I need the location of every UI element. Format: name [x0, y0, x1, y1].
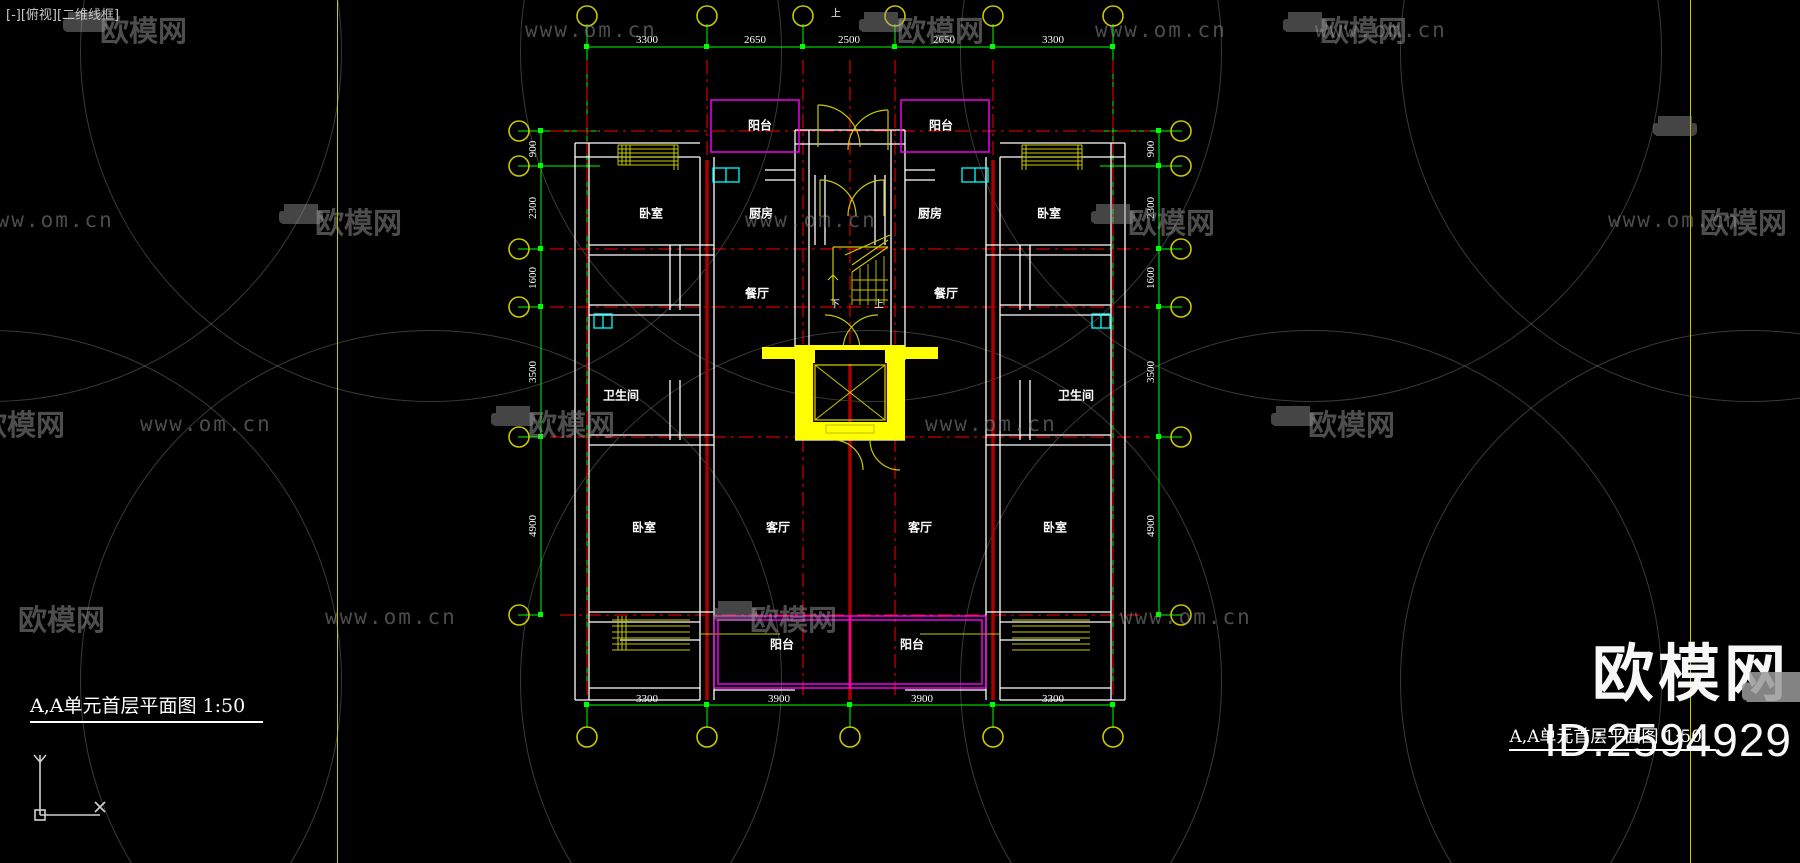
dim-bottom-2: 3900 [768, 693, 790, 705]
room-label: 卫生间 [602, 388, 640, 403]
dim-right-5: 4900 [1145, 515, 1157, 537]
room-label: 餐厅 [744, 286, 770, 301]
room-label: 阳台 [747, 118, 773, 133]
room-label: 客厅 [907, 520, 933, 535]
room-label: 卧室 [631, 520, 657, 535]
room-label: 阳台 [769, 637, 795, 652]
sofa-icon [1742, 672, 1800, 702]
drawing-title-text: A,A单元首层平面图 1:50 [30, 691, 264, 723]
dim-top-4: 2650 [933, 34, 955, 46]
dim-left-5: 4900 [527, 515, 539, 537]
dim-top-5: 3300 [1042, 34, 1064, 46]
room-label: 厨房 [917, 206, 943, 221]
stair-up-label: 上 [874, 299, 884, 311]
dim-right-2: 2300 [1145, 197, 1157, 219]
room-label: 厨房 [748, 206, 774, 221]
dim-right-3: 1600 [1145, 267, 1157, 289]
xline-right [1690, 0, 1691, 863]
watermark-id: ID:2594929 [1544, 714, 1792, 766]
drawing-title-text-2: A,A单元首层平面图 1:50 [1509, 722, 1716, 751]
dim-bottom-1: 3300 [636, 693, 658, 705]
dim-left-4: 3500 [527, 361, 539, 383]
room-label: 阳台 [899, 637, 925, 652]
section-up-label: 上 [831, 8, 841, 20]
room-label: 卧室 [638, 206, 664, 221]
ucs-icon [33, 754, 106, 821]
dim-top-2: 2650 [744, 34, 766, 46]
dim-bottom-3: 3900 [911, 693, 933, 705]
dim-right-4: 3500 [1145, 361, 1157, 383]
viewport-label[interactable]: [-][俯视][二维线框] [6, 8, 120, 23]
drawing-title-bottom-left: A,A单元首层平面图 1:50 [30, 691, 264, 723]
dim-top-1: 3300 [636, 34, 658, 46]
room-label: 阳台 [928, 118, 954, 133]
room-label: 卫生间 [1057, 388, 1095, 403]
dim-left-2: 2300 [527, 197, 539, 219]
room-label: 餐厅 [933, 286, 959, 301]
room-label: 卧室 [1042, 520, 1068, 535]
dim-right-1: 900 [1145, 140, 1157, 158]
room-label: 卧室 [1036, 206, 1062, 221]
room-label: 客厅 [765, 520, 791, 535]
dim-top-3: 2500 [838, 34, 860, 46]
xline-left [337, 0, 338, 863]
dim-left-1: 900 [527, 140, 539, 158]
stair-down-label: 下 [830, 299, 840, 311]
dim-left-3: 1600 [527, 267, 539, 289]
drawing-title-bottom-right: A,A单元首层平面图 1:50 [1509, 722, 1716, 751]
dim-bottom-4: 3300 [1042, 693, 1064, 705]
